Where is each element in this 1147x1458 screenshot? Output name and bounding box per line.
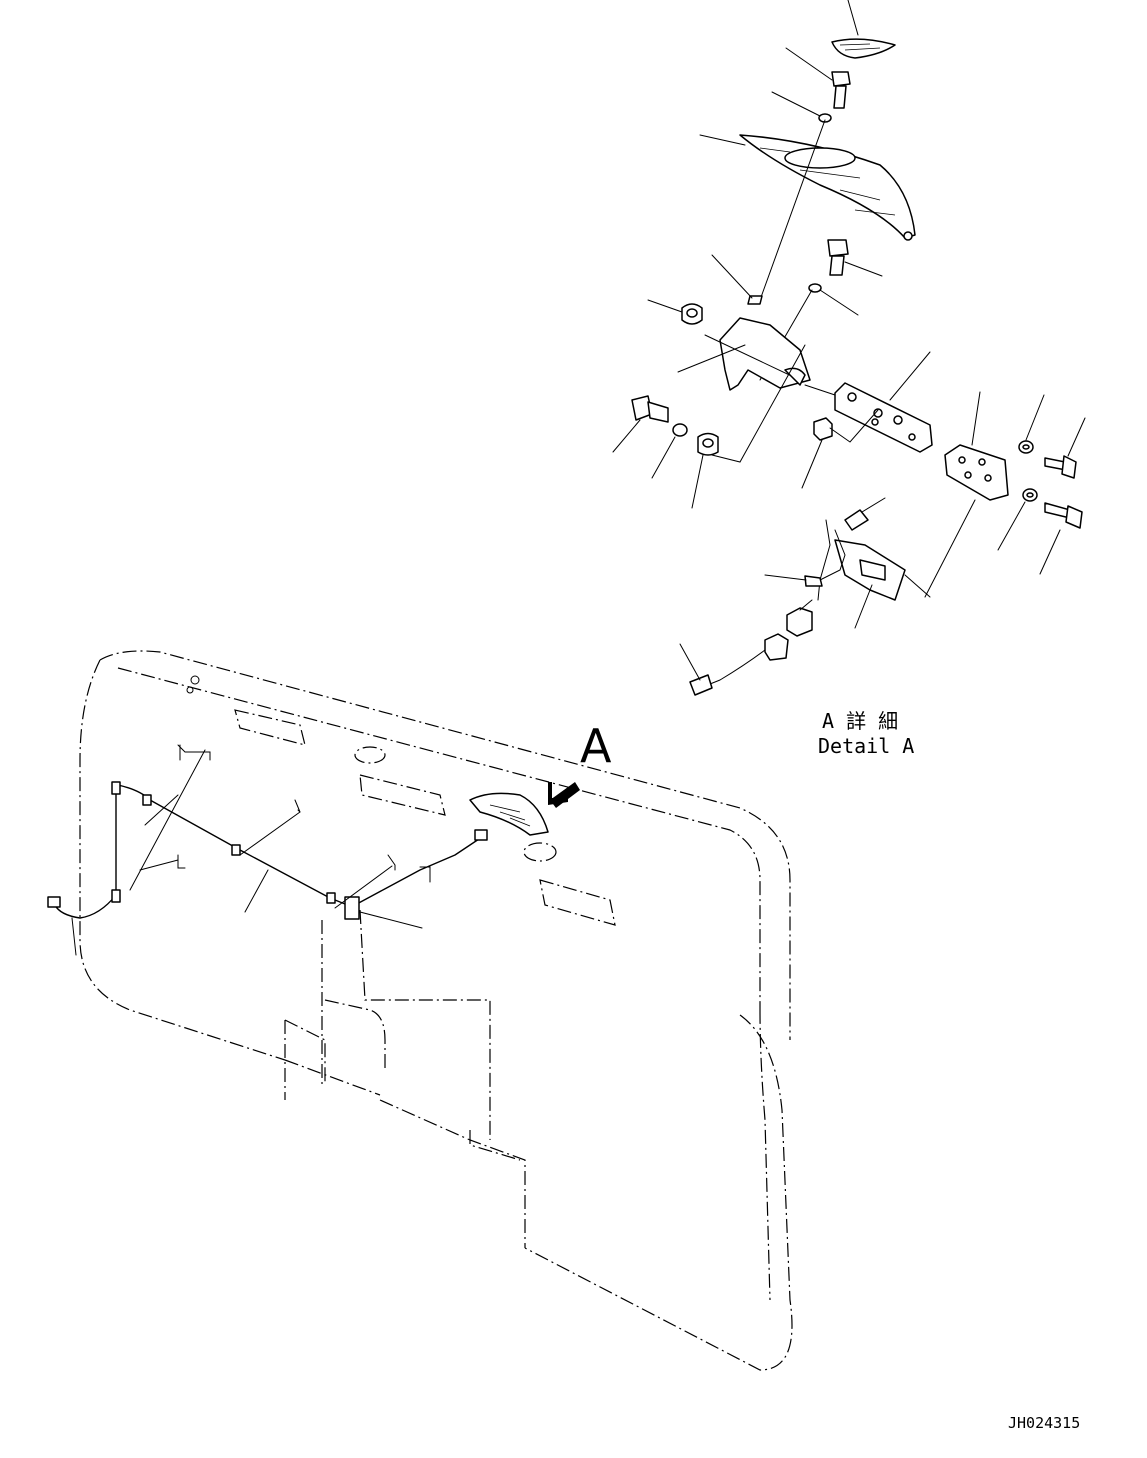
view-label: A [580,719,612,773]
detail-title-jp: A 詳 細 [822,709,898,733]
door-panel-outline [79,650,793,1371]
view-indicator-a: A [548,719,612,808]
lamp-housing [469,792,549,836]
detail-a-exploded-view [612,0,1086,696]
drawing-number: JH024315 [1008,1414,1080,1432]
wiring-harness [47,744,488,956]
detail-title-en: Detail A [818,734,914,758]
